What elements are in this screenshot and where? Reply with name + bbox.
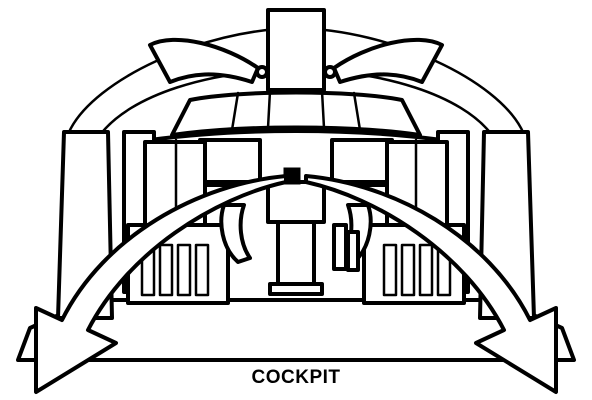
center-pedestal-base bbox=[270, 284, 322, 294]
overhead-panel bbox=[268, 10, 324, 90]
windshield bbox=[172, 93, 420, 136]
instrument-panel-left bbox=[200, 140, 260, 182]
right-upper-window bbox=[334, 40, 442, 82]
instrument-panel-right bbox=[332, 140, 392, 182]
left-upper-window bbox=[150, 40, 258, 82]
figure-caption: COCKPIT bbox=[0, 367, 592, 389]
overhead-light-left bbox=[257, 67, 267, 77]
overhead-light-right bbox=[325, 67, 335, 77]
aisle-post-left bbox=[334, 225, 346, 269]
center-pedestal bbox=[278, 222, 314, 290]
center-pedestal-top bbox=[268, 182, 324, 222]
aisle-post-right bbox=[348, 232, 358, 270]
